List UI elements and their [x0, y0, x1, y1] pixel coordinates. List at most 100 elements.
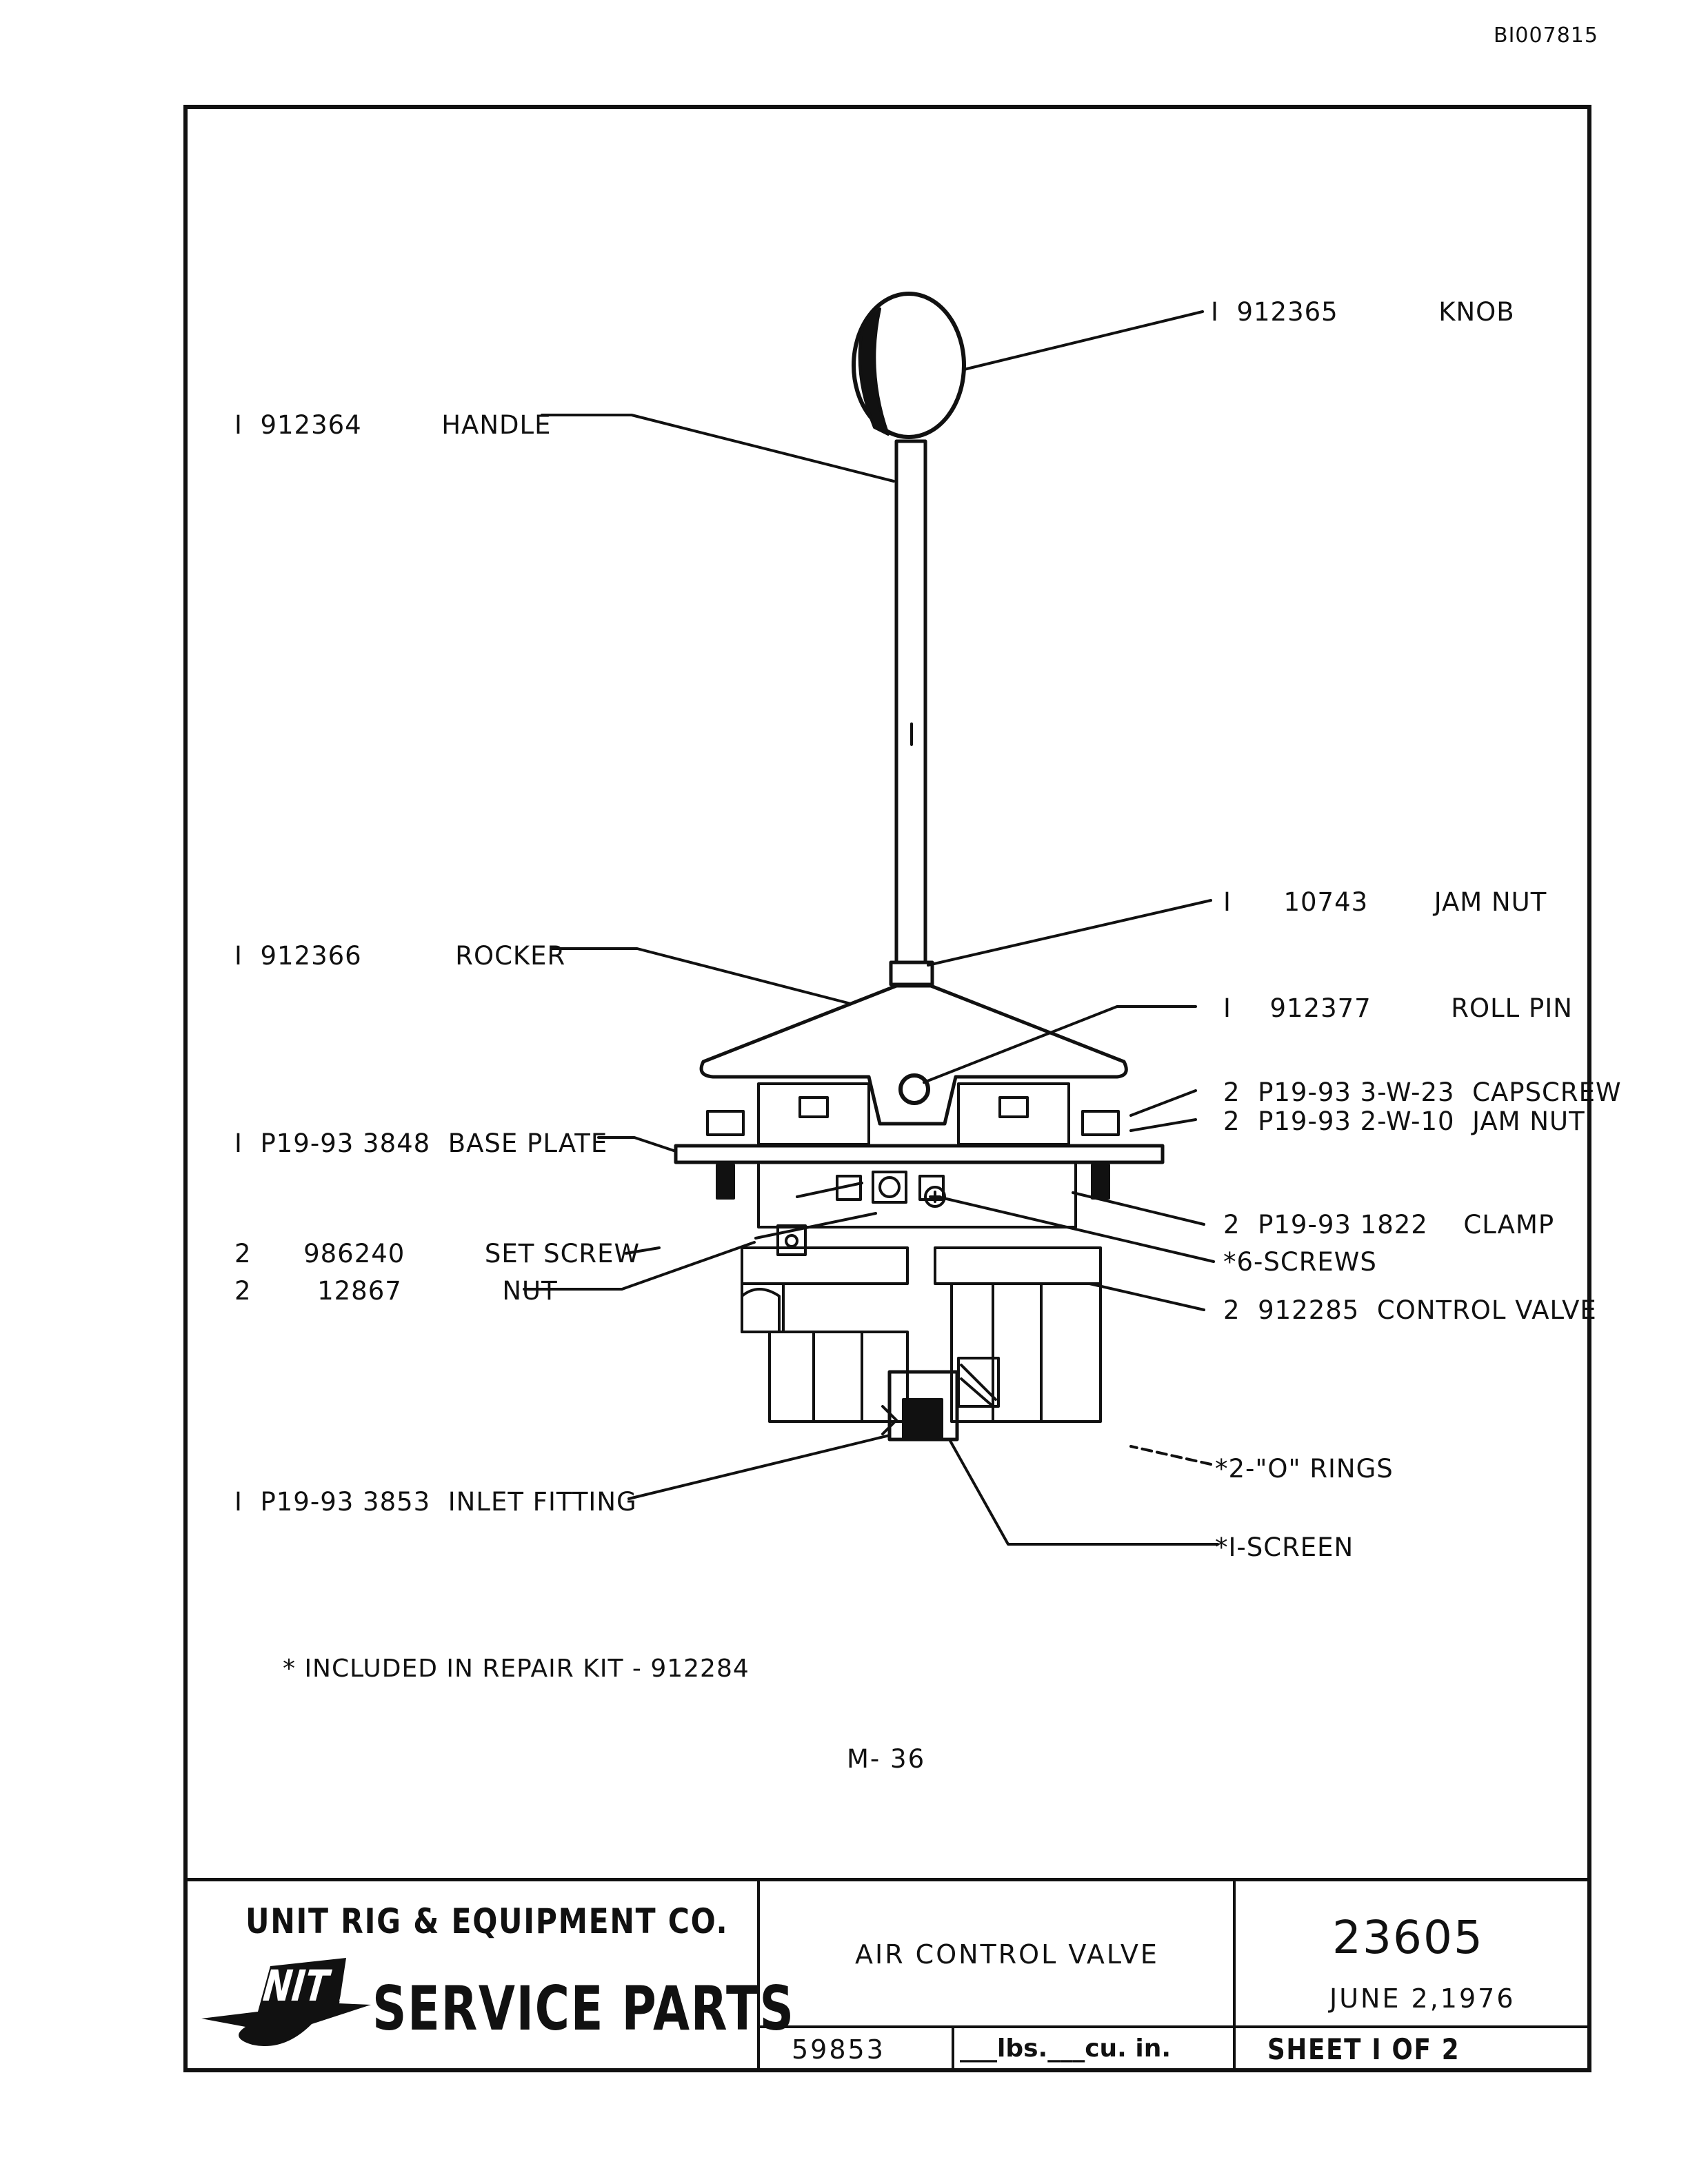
leader-o-rings: [1129, 1445, 1212, 1466]
leader-inlet-fitting: [627, 1434, 891, 1500]
callout-qty: 2: [1223, 1078, 1240, 1107]
callout-part: P19-93 2-W-10: [1258, 1106, 1455, 1136]
callout-desc: *2-"O" RINGS: [1215, 1454, 1394, 1484]
callout-qty: I: [1211, 297, 1219, 327]
callout-rocker: I 912366 ROCKER: [234, 943, 565, 969]
callout-desc: JAM NUT: [1472, 1106, 1585, 1136]
callout-screws: *6-SCREWS: [1223, 1249, 1377, 1275]
callout-desc: ROCKER: [455, 941, 566, 971]
callout-desc: JAM NUT: [1434, 887, 1547, 917]
leader-set-screw: [625, 1246, 661, 1255]
rocker-shape: [699, 984, 1128, 1126]
callout-qty: 2: [1223, 1295, 1240, 1325]
leader-control-valve: [1088, 1282, 1205, 1311]
base-plate-shape: [674, 1144, 1165, 1164]
drawing-title: AIR CONTROL VALVE: [855, 1939, 1159, 1970]
callout-clamp: 2 P19-93 1822 CLAMP: [1223, 1212, 1554, 1237]
callout-qty: 2: [234, 1276, 252, 1306]
callout-qty: 2: [234, 1239, 252, 1268]
callout-desc: SET SCREW: [484, 1239, 641, 1268]
callout-qty: I: [1223, 887, 1232, 917]
callout-part: 912285: [1258, 1295, 1360, 1325]
repair-kit-note: * INCLUDED IN REPAIR KIT - 912284: [283, 1655, 750, 1683]
leader-set-screw-2: [796, 1182, 863, 1198]
callout-knob: I 912365 KNOB: [1211, 299, 1515, 325]
callout-desc: BASE PLATE: [448, 1129, 608, 1158]
callout-qty: 2: [1223, 1106, 1240, 1136]
callout-qty: I: [234, 410, 243, 440]
callout-desc: NUT: [502, 1276, 558, 1306]
callout-handle: I 912364 HANDLE: [234, 412, 552, 438]
drawing-frame: [183, 105, 1591, 2072]
callout-desc: CAPSCREW: [1472, 1078, 1622, 1107]
callout-part: P19-93 3853: [260, 1487, 431, 1517]
callout-qty: I: [1223, 993, 1232, 1023]
leader-rocker: [550, 947, 852, 1005]
roll-pin-shape: [898, 1073, 930, 1105]
title-block-rule: [757, 2025, 1591, 2028]
leader-base-plate: [597, 1136, 677, 1153]
leader-roll-pin: [923, 1005, 1197, 1084]
callout-part: P19-93 1822: [1258, 1210, 1428, 1240]
callout-desc: CONTROL VALVE: [1376, 1295, 1597, 1325]
document-id: BI007815: [1494, 23, 1598, 48]
handle-shaft: [894, 439, 927, 964]
callout-part: 10743: [1283, 887, 1369, 917]
callout-part: P19-93 3-W-23: [1258, 1078, 1455, 1107]
callout-desc: *6-SCREWS: [1223, 1247, 1377, 1277]
callout-roll-pin: I 912377 ROLL PIN: [1223, 995, 1573, 1021]
title-block-divider: [952, 2025, 954, 2072]
callout-qty: 2: [1223, 1210, 1240, 1240]
units-field: ___lbs.___cu. in.: [960, 2034, 1172, 2063]
callout-jam-nut-2: 2 P19-93 2-W-10 JAM NUT: [1223, 1109, 1585, 1134]
leader-jam-nut-2: [1129, 1118, 1197, 1132]
callout-inlet-fitting: I P19-93 3853 INLET FITTING: [234, 1489, 637, 1515]
title-block-divider: [757, 1878, 760, 2072]
leader-nut: [523, 1241, 756, 1291]
callout-qty: I: [234, 941, 243, 971]
callout-control-valve: 2 912285 CONTROL VALVE: [1223, 1297, 1597, 1323]
callout-desc: INLET FITTING: [448, 1487, 637, 1517]
leader-screen: [949, 1439, 1219, 1546]
title-block-divider: [1233, 1878, 1236, 2072]
sheet-reference: M- 36: [847, 1744, 926, 1774]
leader-jam-nut: [927, 899, 1212, 967]
callout-capscrew: 2 P19-93 3-W-23 CAPSCREW: [1223, 1080, 1622, 1105]
callout-jam-nut: I 10743 JAM NUT: [1223, 889, 1547, 915]
leader-capscrew: [1129, 1089, 1197, 1117]
callout-part: 912377: [1269, 993, 1372, 1023]
callout-qty: I: [234, 1129, 243, 1158]
leader-handle: [541, 414, 895, 483]
callout-part: 986240: [303, 1239, 405, 1268]
weight-field: 59853: [792, 2034, 885, 2065]
callout-part: 912364: [260, 410, 362, 440]
callout-part: P19-93 3848: [260, 1129, 431, 1158]
callout-desc: CLAMP: [1463, 1210, 1555, 1240]
control-valve-left: [741, 1246, 909, 1285]
callout-desc: ROLL PIN: [1451, 993, 1573, 1023]
callout-nut: 2 12867 NUT: [234, 1278, 558, 1304]
drawing-date: JUNE 2,1976: [1329, 1983, 1516, 2014]
callout-part: 912366: [260, 941, 362, 971]
callout-screen: *I-SCREEN: [1215, 1535, 1354, 1560]
unit-rig-logo: UNIT RIG: [201, 1955, 410, 2056]
sheet-label: SHEET I OF 2: [1267, 2032, 1460, 2066]
callout-desc: *I-SCREEN: [1215, 1533, 1354, 1562]
leader-knob: [963, 310, 1204, 371]
callout-set-screw: 2 986240 SET SCREW: [234, 1241, 640, 1266]
knob-shape: [852, 292, 966, 439]
callout-part: 912365: [1236, 297, 1338, 327]
jam-nut-shape: [889, 960, 934, 987]
callout-desc: KNOB: [1438, 297, 1515, 327]
control-valve-right: [934, 1246, 1102, 1285]
company-name: UNIT RIG & EQUIPMENT CO.: [245, 1901, 729, 1941]
leader-screws: [936, 1195, 1215, 1263]
callout-o-rings: *2-"O" RINGS: [1215, 1456, 1394, 1482]
callout-base-plate: I P19-93 3848 BASE PLATE: [234, 1131, 607, 1156]
callout-desc: HANDLE: [441, 410, 552, 440]
service-parts-label: SERVICE PARTS: [372, 1973, 795, 2044]
callout-part: 12867: [317, 1276, 402, 1306]
part-number: 23605: [1332, 1911, 1484, 1964]
callout-qty: I: [234, 1487, 243, 1517]
